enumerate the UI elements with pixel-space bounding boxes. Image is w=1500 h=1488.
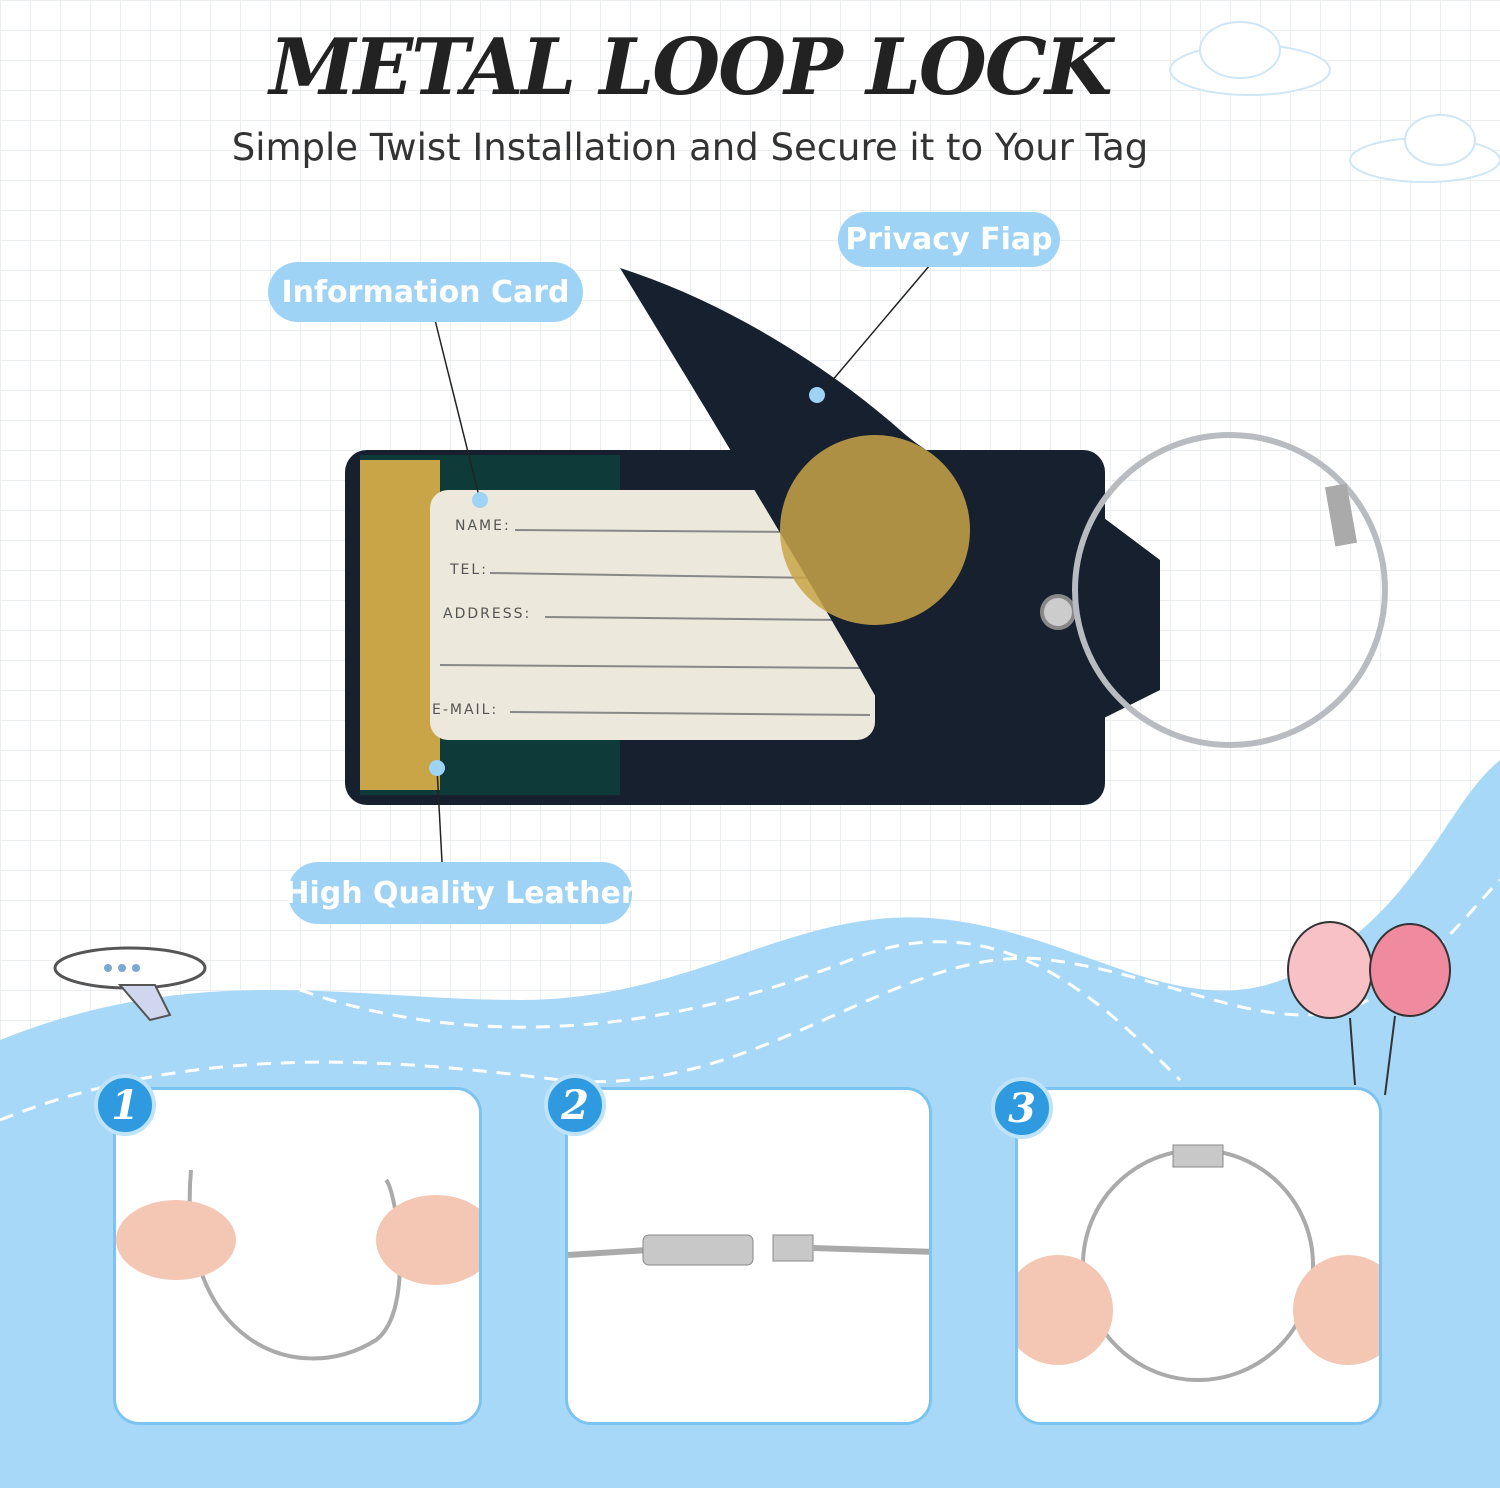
cloud-icon xyxy=(1169,21,1331,96)
step-3-badge: 3 xyxy=(991,1077,1053,1139)
subtitle: Simple Twist Installation and Secure it … xyxy=(231,126,1149,169)
metal-loop xyxy=(1072,432,1388,748)
email-field-label: E-MAIL: xyxy=(432,702,499,718)
information-card-label: Information Card xyxy=(268,262,583,322)
page-title: METAL LOOP LOCK xyxy=(269,22,1112,113)
step-2-badge: 2 xyxy=(544,1074,606,1136)
luggage-tag-image xyxy=(345,264,1388,863)
cloud-icon xyxy=(1349,114,1500,183)
step-1-image xyxy=(113,1087,482,1425)
privacy-flap-label: Privacy Fiap xyxy=(838,212,1060,267)
airplane-icon xyxy=(53,946,207,1022)
tel-field-label: TEL: xyxy=(450,562,488,578)
address-field-label: ADDRESS: xyxy=(443,606,532,622)
name-field-label: NAME: xyxy=(455,518,511,534)
leather-label: High Quality Leather xyxy=(284,862,636,924)
step-3-image xyxy=(1015,1087,1382,1425)
step-1-badge: 1 xyxy=(94,1074,156,1136)
balloon-icon xyxy=(1287,921,1451,1096)
step-2-image xyxy=(565,1087,932,1425)
